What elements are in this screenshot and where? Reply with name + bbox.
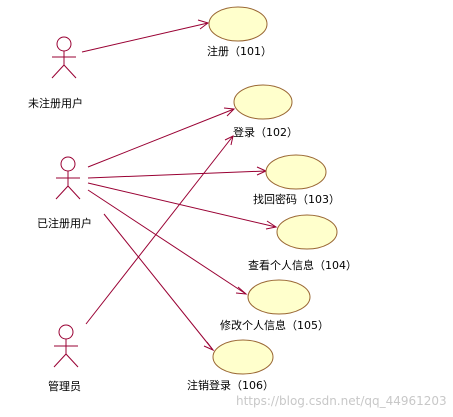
actor-admin-label: 管理员 xyxy=(48,379,81,393)
association-registered-view xyxy=(87,182,278,230)
use-case-recover-password-label: 找回密码（103） xyxy=(253,192,340,206)
associations xyxy=(81,19,278,352)
actor-head xyxy=(58,324,74,340)
association-admin-login xyxy=(85,135,234,325)
use-case-edit-info-ellipse xyxy=(247,279,311,315)
use-case-recover-password-ellipse xyxy=(265,154,327,190)
actor-registered-label: 已注册用户 xyxy=(37,216,92,230)
use-case-edit-info-label: 修改个人信息（105） xyxy=(220,318,329,332)
association-unregistered-register xyxy=(81,19,210,53)
use-case-view-info-label: 查看个人信息（104） xyxy=(248,258,357,272)
actor-head xyxy=(60,156,76,172)
actor-admin xyxy=(53,324,79,368)
actor-registered xyxy=(55,156,81,200)
actor-unregistered xyxy=(51,36,77,79)
association-registered-login xyxy=(87,107,236,168)
use-case-register-label: 注册（101） xyxy=(207,44,272,58)
actor-head xyxy=(56,36,72,52)
use-case-logout-label: 注销登录（106） xyxy=(187,378,274,392)
use-case-register-ellipse xyxy=(208,6,268,42)
actor-unregistered-label: 未注册用户 xyxy=(28,96,83,110)
watermark-text: https://blog.csdn.net/qq_44961203 xyxy=(236,394,447,408)
use-case-login-label: 登录（102） xyxy=(233,125,298,139)
association-registered-recover xyxy=(87,166,268,179)
association-registered-edit xyxy=(87,189,248,295)
association-registered-logout xyxy=(103,213,215,352)
use-case-login-ellipse xyxy=(233,84,293,120)
use-case-view-info-ellipse xyxy=(276,214,338,250)
use-case-logout-ellipse xyxy=(212,339,274,375)
